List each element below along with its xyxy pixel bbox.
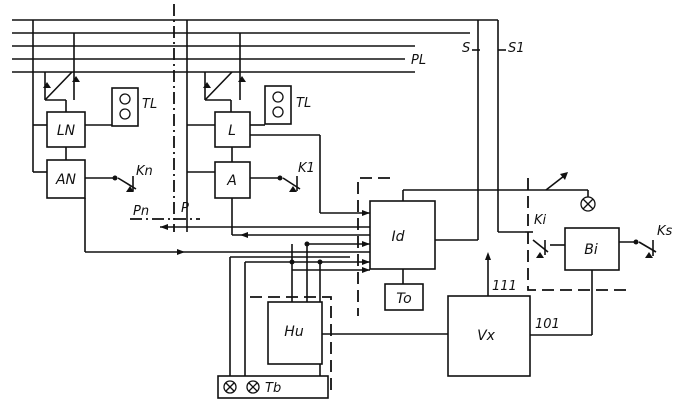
block-l [214, 111, 251, 148]
tl-lamp-right-top [272, 91, 284, 103]
block-l-label: L [228, 123, 236, 139]
arrow-vx-s [485, 252, 491, 260]
block-an-label: AN [55, 172, 77, 188]
ki-boundary [527, 178, 630, 291]
tl-lamp-right-bottom [272, 106, 284, 118]
block-tb [217, 375, 329, 399]
block-ln-label: LN [57, 123, 76, 139]
label-ks: Ks [657, 224, 673, 239]
tb-lamp-1 [223, 380, 237, 394]
ki-lamp-switch [545, 175, 565, 191]
bus-lines [12, 19, 498, 73]
label-s1: S1 [508, 41, 525, 56]
ki-lamp-arrow [560, 172, 568, 180]
kn-arrow [126, 186, 134, 192]
tb-lamp-2 [246, 380, 260, 394]
block-vx-label: Vx [477, 328, 496, 344]
ki-arrow [536, 252, 544, 258]
label-111: 111 [492, 279, 517, 294]
label-kn: Kn [136, 164, 153, 179]
block-to-label: To [396, 291, 411, 307]
arrow-in-4 [362, 267, 370, 273]
hu-boundary [250, 296, 332, 392]
block-bi [564, 227, 620, 271]
block-to [384, 283, 424, 311]
block-id [369, 200, 436, 270]
label-s: S [462, 41, 470, 56]
arrow-out-a [240, 232, 248, 238]
arrow-in-an [177, 249, 185, 255]
kn-contact-dot [112, 175, 118, 181]
block-hu [267, 301, 323, 365]
block-hu-label: Hu [284, 324, 304, 340]
k1-contact-dot [277, 175, 283, 181]
block-a [214, 161, 251, 199]
switch-ln [43, 65, 80, 112]
tl-lamp-left-top [119, 93, 131, 105]
arrow-out-p [160, 224, 168, 230]
arrow-in-3 [362, 259, 370, 265]
label-k1: K1 [298, 161, 315, 176]
block-a-label: A [226, 173, 237, 189]
label-pn: Pn [133, 204, 149, 219]
block-id-label: Id [391, 229, 404, 245]
label-pl: PL [411, 53, 426, 68]
block-vx [447, 295, 531, 377]
ks-contact-dot [633, 239, 639, 245]
label-p: P [181, 201, 189, 216]
block-an [46, 159, 86, 199]
arrow-in-1 [362, 210, 370, 216]
label-ki: Ki [534, 213, 547, 228]
switch-l [203, 65, 246, 112]
label-tb: Tb [265, 381, 281, 396]
ks-arrow [645, 252, 653, 258]
label-tl-right: TL [296, 96, 311, 111]
ki-lamp [580, 196, 596, 212]
label-tl-left: TL [142, 97, 157, 112]
block-ln [46, 111, 86, 148]
label-101: 101 [535, 317, 560, 332]
block-bi-label: Bi [584, 242, 598, 258]
tl-lamp-left-bottom [119, 108, 131, 120]
id-boundary [357, 177, 390, 316]
k1-arrow [289, 186, 297, 192]
